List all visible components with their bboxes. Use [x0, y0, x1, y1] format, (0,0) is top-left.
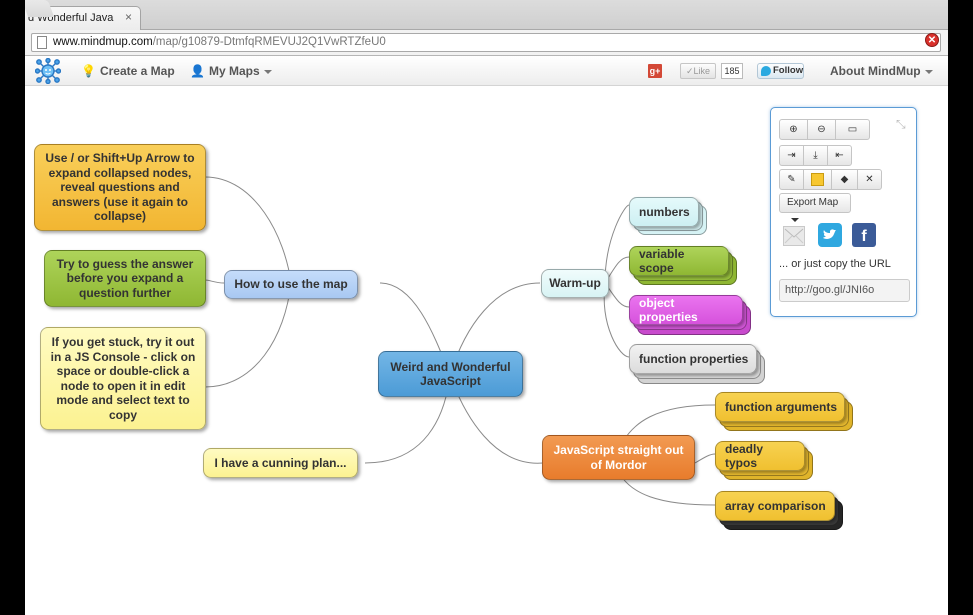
facebook-share-icon[interactable]: f	[852, 223, 876, 247]
my-maps-label: My Maps	[208, 64, 260, 78]
mindmup-logo-icon[interactable]	[35, 58, 61, 84]
browser-window: d Wonderful Java × www.mindmup.com/map/g…	[25, 0, 948, 615]
mindmap-canvas[interactable]: Use / or Shift+Up Arrow to expand collap…	[25, 87, 948, 615]
url-host: www.mindmup.com	[53, 36, 153, 48]
close-icon: ✕	[865, 174, 874, 185]
zoom-in-button[interactable]: ⊕	[779, 119, 808, 140]
mindmup-navbar: 💡Create a Map 👤My Maps g+ ✓Like 185 Foll…	[25, 56, 948, 86]
short-url-field[interactable]: http://goo.gl/JNI6o	[779, 279, 910, 302]
color-swatch	[811, 172, 824, 186]
collapse-icon[interactable]: ⤡	[896, 117, 906, 131]
keyboard-button[interactable]: ▭	[835, 119, 870, 140]
node-root[interactable]: Weird and Wonderful JavaScript	[378, 351, 523, 397]
about-mindmup-menu[interactable]: About MindMup	[830, 64, 933, 78]
node-tip-stuck[interactable]: If you get stuck, try it out in a JS Con…	[40, 327, 206, 430]
blocked-popup-icon[interactable]: ✕	[925, 33, 939, 47]
address-bar[interactable]: www.mindmup.com/map/g10879-DtmfqRMEVUJ2Q…	[31, 33, 941, 52]
sign-out-button[interactable]: ⇥	[779, 145, 804, 166]
download-icon: ⤓	[813, 150, 818, 161]
clear-format-button[interactable]: ◆	[831, 169, 858, 190]
chevron-down-icon	[924, 69, 933, 74]
keyboard-icon: ▭	[847, 124, 858, 135]
email-share-icon[interactable]	[783, 226, 805, 246]
create-map-link[interactable]: 💡Create a Map	[81, 64, 175, 78]
twitter-bird-icon	[823, 229, 836, 239]
twitter-share-icon[interactable]	[818, 223, 842, 247]
node-function-properties[interactable]: function properties	[629, 344, 757, 374]
sign-in-icon: ⇤	[835, 150, 844, 161]
envelope-icon	[784, 228, 804, 244]
tab-strip: d Wonderful Java ×	[25, 0, 948, 30]
export-label: Export Map	[787, 197, 839, 208]
chevron-down-icon	[263, 69, 272, 74]
chevron-down-icon	[791, 218, 799, 223]
browser-toolbar: www.mindmup.com/map/g10879-DtmfqRMEVUJ2Q…	[25, 30, 948, 56]
like-button[interactable]: ✓Like	[680, 63, 716, 79]
edit-button[interactable]: ✎	[779, 169, 804, 190]
node-deadly-typos[interactable]: deadly typos	[715, 441, 805, 471]
like-count: 185	[721, 63, 743, 79]
new-tab-button[interactable]	[25, 0, 55, 17]
google-plus-button[interactable]: g+	[648, 64, 662, 78]
delete-button[interactable]: ✕	[857, 169, 882, 190]
eraser-icon: ◆	[840, 174, 849, 185]
zoom-out-button[interactable]: ⊖	[807, 119, 836, 140]
node-function-arguments[interactable]: function arguments	[715, 392, 845, 422]
export-map-button[interactable]: Export Map	[779, 193, 851, 223]
node-array-comparison[interactable]: array comparison	[715, 491, 835, 521]
url-text: www.mindmup.com/map/g10879-DtmfqRMEVUJ2Q…	[53, 36, 386, 48]
copy-url-label: ... or just copy the URL	[779, 258, 891, 270]
node-tip-guess[interactable]: Try to guess the answer before you expan…	[44, 250, 206, 307]
toolbox-panel: ⤡ ⊕ ⊖ ▭ ⇥ ⤓ ⇤ ✎ ◆ ✕ Export Map f	[770, 107, 917, 317]
download-button[interactable]: ⤓	[803, 145, 828, 166]
url-path: /map/g10879-DtmfqRMEVUJ2Q1VwRTZfeU0	[152, 36, 386, 48]
sign-out-icon: ⇥	[787, 150, 796, 161]
node-variable-scope[interactable]: variable scope	[629, 246, 729, 276]
twitter-follow-button[interactable]: Follow	[757, 63, 804, 79]
follow-label: Follow	[773, 65, 804, 76]
node-warm-up[interactable]: Warm-up	[541, 269, 609, 298]
pencil-icon: ✎	[787, 174, 796, 185]
page-icon	[37, 36, 47, 49]
sign-in-button[interactable]: ⇤	[827, 145, 852, 166]
node-tip-expand[interactable]: Use / or Shift+Up Arrow to expand collap…	[34, 144, 206, 231]
twitter-bird-icon	[761, 66, 771, 76]
node-object-properties[interactable]: object properties	[629, 295, 743, 325]
create-map-label: Create a Map	[99, 64, 175, 78]
node-numbers[interactable]: numbers	[629, 197, 699, 227]
about-label: About MindMup	[830, 64, 921, 78]
tab-close-icon[interactable]: ×	[124, 10, 132, 24]
lightbulb-icon: 💡	[81, 64, 96, 78]
node-cunning-plan[interactable]: I have a cunning plan...	[203, 448, 358, 478]
node-how-to-use[interactable]: How to use the map	[224, 270, 358, 299]
zoom-in-icon: ⊕	[789, 124, 798, 135]
node-mordor[interactable]: JavaScript straight out of Mordor	[542, 435, 695, 480]
color-button[interactable]	[803, 169, 832, 190]
user-icon: 👤	[190, 64, 205, 78]
my-maps-menu[interactable]: 👤My Maps	[190, 64, 272, 78]
zoom-out-icon: ⊖	[817, 124, 826, 135]
